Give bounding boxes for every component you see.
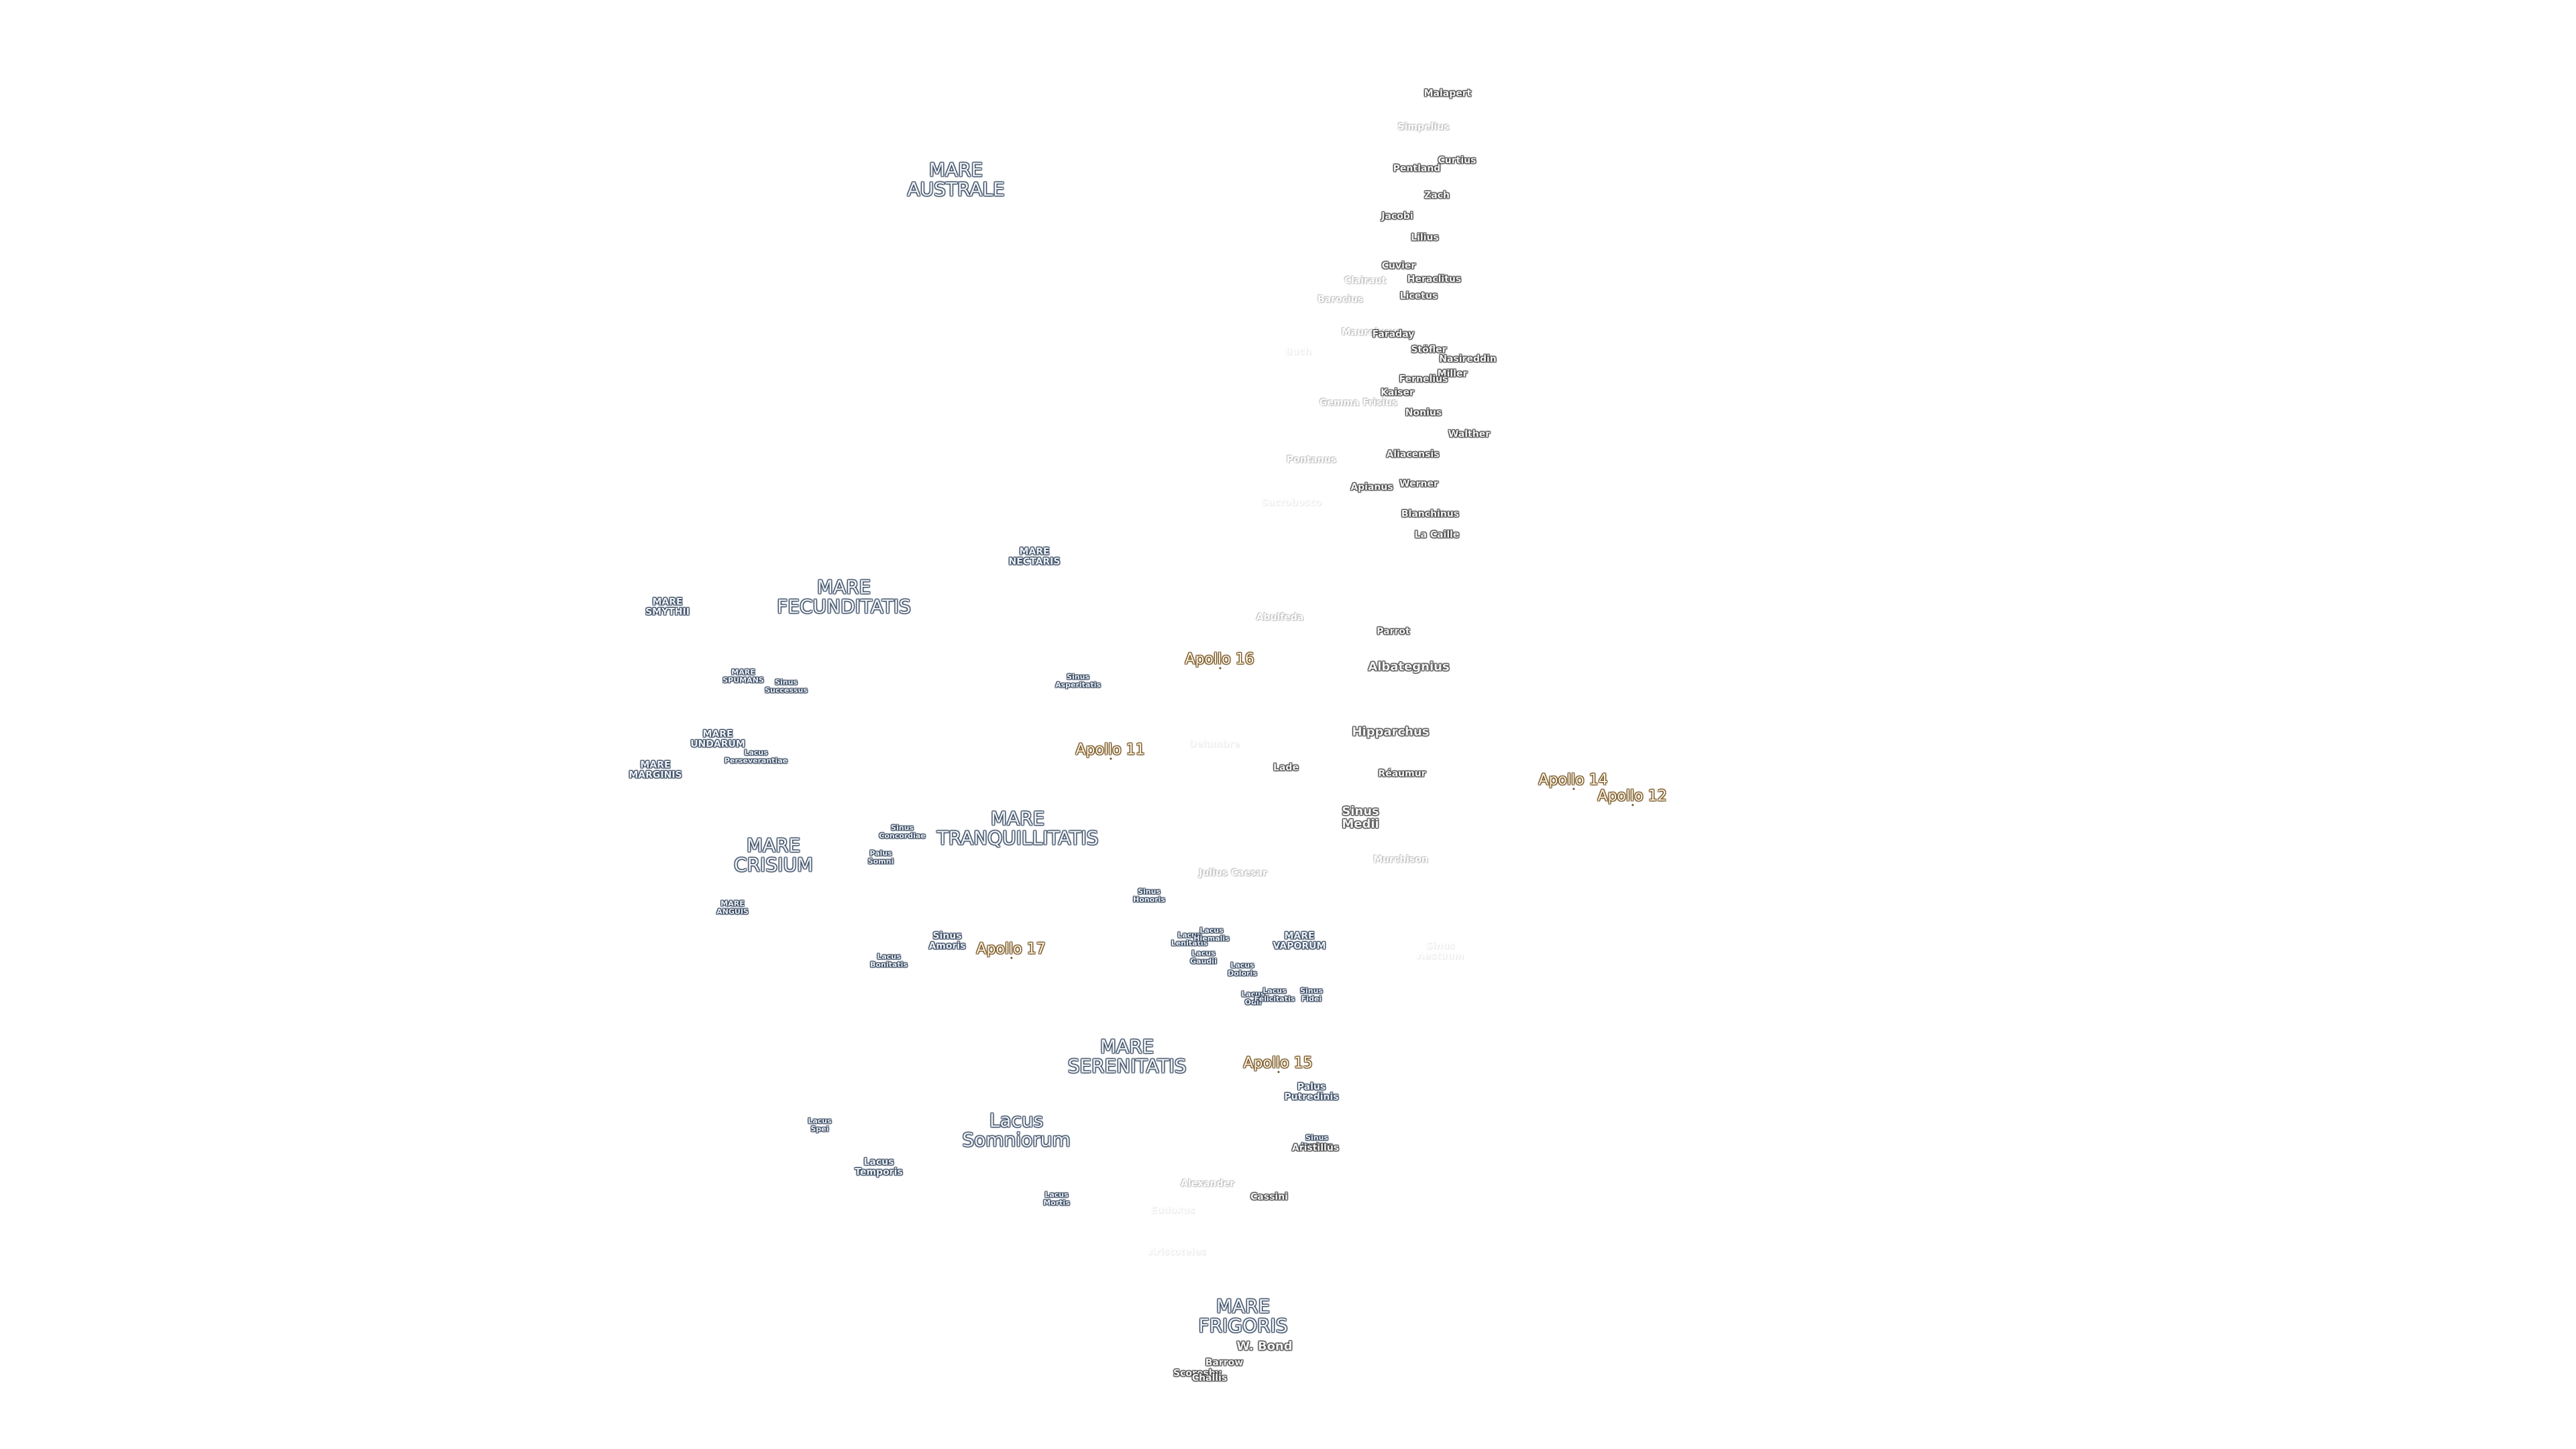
mare-label-sinus-concordiae[interactable]: Sinus Concordiae — [879, 823, 926, 840]
crater-label-fernelius[interactable]: Fernelius — [1399, 374, 1448, 385]
mare-label-mare-australe[interactable]: MARE AUSTRALE — [907, 158, 1005, 201]
mare-label-lacus-lenitatis[interactable]: Lacus Lenitatis — [1171, 930, 1208, 947]
crater-label-blanchinus[interactable]: Blanchinus — [1401, 508, 1460, 520]
mare-label-sinus-asperitatis[interactable]: Sinus Asperitatis — [1055, 672, 1101, 689]
mare-label-mare-fecunditatis[interactable]: MARE FECUNDITATIS — [777, 576, 911, 618]
crater-label-pontanus[interactable]: Pontanus — [1286, 454, 1337, 466]
crater-label-gemma-frisius[interactable]: Gemma Frisius — [1319, 397, 1398, 409]
crater-label-w-bond[interactable]: W. Bond — [1236, 1339, 1293, 1354]
crater-label-scoresby[interactable]: Scoresby — [1173, 1368, 1222, 1379]
crater-label-cassini[interactable]: Cassini — [1250, 1191, 1288, 1203]
crater-label-sacrobosco[interactable]: Sacrobosco — [1260, 497, 1322, 508]
crater-label-aliacensis[interactable]: Aliacensis — [1386, 449, 1440, 460]
mare-label-lacus-perseverantiae[interactable]: Lacus Perseverantiae — [724, 748, 788, 765]
crater-label-sinus-aestuum[interactable]: Sinus Aestuum — [1417, 941, 1464, 961]
crater-label-murchison[interactable]: Murchison — [1373, 854, 1428, 865]
mare-label-lacus-doloris[interactable]: Lacus Doloris — [1228, 961, 1257, 977]
mare-label-lacus-felicitatis[interactable]: Lacus Felicitatis — [1254, 986, 1295, 1003]
crater-label-nasireddin[interactable]: Nasireddin — [1439, 354, 1497, 365]
mare-label-palus-somni[interactable]: Palus Somni — [867, 849, 894, 865]
mare-label-palus-putredinis[interactable]: Palus Putredinis — [1284, 1081, 1339, 1102]
mare-label-mare-undarum[interactable]: MARE UNDARUM — [690, 729, 745, 749]
mare-label-mare-spumans[interactable]: MARE SPUMANS — [722, 667, 764, 684]
crater-label-aristoteles[interactable]: Aristoteles — [1148, 1246, 1206, 1258]
crater-label-kaiser[interactable]: Kaiser — [1381, 387, 1414, 398]
mare-label-sinus-successus[interactable]: Sinus Successus — [765, 678, 808, 694]
crater-label-walther[interactable]: Walther — [1448, 429, 1491, 440]
mare-label-mare-tranquillitatis[interactable]: MARE TRANQUILLITATIS — [936, 807, 1099, 849]
mare-label-lacus-temporis[interactable]: Lacus Temporis — [855, 1157, 903, 1177]
landing-site-apollo-11[interactable]: Apollo 11 — [1075, 741, 1145, 760]
crater-label-barocius[interactable]: Barocius — [1317, 294, 1364, 305]
landing-site-apollo-17[interactable]: Apollo 17 — [976, 941, 1046, 959]
crater-label-nonius[interactable]: Nonius — [1405, 407, 1442, 419]
crater-label-jacobi[interactable]: Jacobi — [1381, 211, 1413, 222]
mare-label-mare-marginis[interactable]: MARE MARGINIS — [629, 759, 682, 780]
mare-label-mare-anguis[interactable]: MARE ANGUIS — [716, 899, 749, 916]
crater-label-la-caille[interactable]: La Caille — [1414, 529, 1460, 541]
crater-label-cuvier[interactable]: Cuvier — [1381, 260, 1416, 272]
mare-label-mare-serenitatis[interactable]: MARE SERENITATIS — [1067, 1035, 1187, 1077]
crater-label-aristillus[interactable]: Aristillus — [1291, 1142, 1340, 1154]
mare-label-lacus-bonitatis[interactable]: Lacus Bonitatis — [870, 952, 908, 969]
crater-label-stofler[interactable]: Stöfler — [1411, 344, 1447, 356]
crater-label-lilius[interactable]: Lilius — [1411, 232, 1439, 244]
crater-label-apianus[interactable]: Apianus — [1350, 482, 1393, 493]
landing-site-apollo-15[interactable]: Apollo 15 — [1243, 1055, 1313, 1073]
crater-label-werner[interactable]: Werner — [1399, 478, 1438, 490]
landing-site-apollo-16[interactable]: Apollo 16 — [1185, 651, 1254, 669]
crater-label-parrot[interactable]: Parrot — [1377, 626, 1410, 637]
mare-label-mare-nectaris[interactable]: MARE NECTARIS — [1008, 546, 1061, 567]
crater-label-buch[interactable]: Buch — [1285, 346, 1311, 358]
crater-label-julius-caesar[interactable]: Julius Caesar — [1199, 867, 1267, 879]
landing-site-apollo-12[interactable]: Apollo 12 — [1597, 788, 1667, 806]
crater-label-eudoxus[interactable]: Eudoxus — [1150, 1205, 1195, 1216]
crater-label-albategnius[interactable]: Albategnius — [1368, 659, 1450, 674]
landing-site-apollo-14[interactable]: Apollo 14 — [1538, 771, 1608, 790]
mare-label-sinus-amoris[interactable]: Sinus Amoris — [928, 930, 966, 951]
crater-label-zach[interactable]: Zach — [1424, 190, 1450, 201]
crater-label-alexander[interactable]: Alexander — [1181, 1178, 1234, 1189]
mare-label-sinus-lunicus[interactable]: Sinus Lunicus — [1301, 1133, 1333, 1150]
crater-label-abulfeda[interactable]: Abulfeda — [1256, 612, 1304, 623]
crater-label-sinus-medii[interactable]: Sinus Medii — [1342, 804, 1379, 831]
mare-label-lacus-somniorum[interactable]: Lacus Somniorum — [962, 1109, 1071, 1151]
crater-label-challis[interactable]: Challis — [1191, 1373, 1228, 1384]
crater-label-licetus[interactable]: Licetus — [1399, 290, 1438, 302]
mare-label-sinus-fidei[interactable]: Sinus Fidei — [1300, 986, 1323, 1003]
mare-label-mare-crisium[interactable]: MARE CRISIUM — [734, 834, 813, 876]
crater-label-lade[interactable]: Lade — [1273, 762, 1299, 773]
crater-label-pentland[interactable]: Pentland — [1393, 163, 1441, 174]
crater-label-reaumur[interactable]: Réaumur — [1378, 768, 1426, 780]
crater-label-barrow[interactable]: Barrow — [1205, 1357, 1244, 1368]
mare-label-sinus-honoris[interactable]: Sinus Honoris — [1133, 887, 1165, 904]
mare-label-lacus-hiemalis[interactable]: Lacus Hiemalis — [1193, 926, 1230, 943]
mare-label-mare-frigoris[interactable]: MARE FRIGORIS — [1198, 1295, 1288, 1337]
mare-label-lacus-odii[interactable]: Lacus Odii — [1241, 989, 1265, 1006]
crater-label-simpelius[interactable]: Simpelius — [1397, 121, 1450, 133]
crater-label-clairaut[interactable]: Clairaut — [1344, 275, 1387, 286]
mare-label-lacus-mortis[interactable]: Lacus Mortis — [1043, 1190, 1070, 1207]
crater-label-hipparchus[interactable]: Hipparchus — [1352, 724, 1430, 739]
crater-label-curtius[interactable]: Curtius — [1438, 155, 1477, 166]
crater-label-faraday[interactable]: Faraday — [1372, 329, 1415, 340]
crater-label-delambre[interactable]: Delambre — [1188, 739, 1240, 750]
crater-label-heraclitus[interactable]: Heraclitus — [1407, 274, 1462, 285]
mare-label-lacus-spei[interactable]: Lacus Spei — [808, 1116, 832, 1133]
mare-label-lacus-gaudii[interactable]: Lacus Gaudii — [1190, 949, 1217, 965]
crater-label-malapert[interactable]: Malapert — [1424, 88, 1472, 99]
mare-label-mare-smythii[interactable]: MARE SMYTHII — [645, 596, 690, 617]
crater-label-maurolycus[interactable]: Maurolycus — [1341, 327, 1403, 338]
crater-label-miller[interactable]: Miller — [1437, 368, 1468, 380]
mare-label-mare-vaporum[interactable]: MARE VAPORUM — [1273, 930, 1326, 951]
